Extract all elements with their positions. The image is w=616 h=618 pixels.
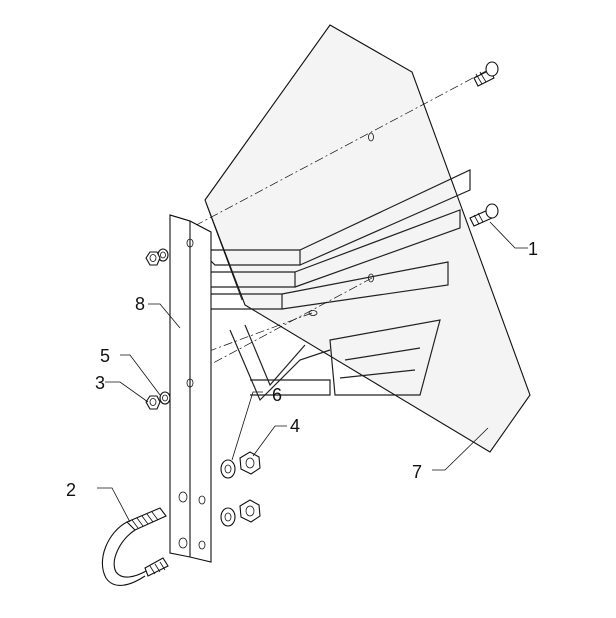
nut-part-4-lower (239, 499, 261, 523)
washer-part-6-lower (220, 507, 236, 527)
bolt-lower-part-1 (469, 203, 499, 227)
callout-5: 5 (100, 346, 110, 366)
u-bolt-part-2 (101, 507, 169, 586)
panel-part-7 (204, 24, 531, 453)
callout-4: 4 (290, 416, 300, 436)
leader-lines (97, 221, 528, 523)
brand-logo-outline (188, 169, 471, 402)
nut-part-4-upper (239, 451, 261, 475)
callout-3: 3 (95, 373, 105, 393)
callout-6: 6 (272, 385, 282, 405)
washer-part-6-upper (220, 459, 236, 479)
callout-7: 7 (412, 462, 422, 482)
nut-part-3 (145, 395, 161, 410)
callout-2: 2 (66, 480, 76, 500)
bracket-part-8 (169, 214, 212, 563)
callout-labels: 1 2 3 4 5 6 7 8 (66, 239, 538, 500)
nut-washer-upper (145, 248, 169, 266)
callout-1: 1 (528, 239, 538, 259)
washer-part-5 (159, 391, 171, 405)
callout-8: 8 (135, 294, 145, 314)
bolt-upper-part-1 (473, 61, 499, 87)
